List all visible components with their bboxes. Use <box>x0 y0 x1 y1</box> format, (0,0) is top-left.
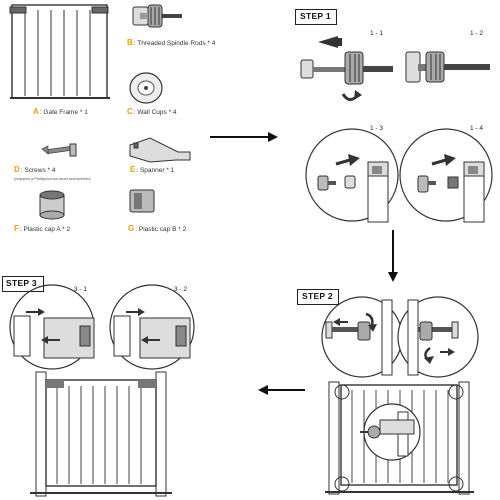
step3-sub-2: 3 - 2 <box>174 286 187 293</box>
screw-illustration <box>42 144 76 156</box>
step3-title: STEP 3 <box>6 278 37 288</box>
part-g-text: Plastic cap B * 2 <box>139 226 186 233</box>
step1-sub-3: 1 - 3 <box>370 125 383 132</box>
part-e-letter: E <box>130 165 135 174</box>
step1-sub-1: 1 - 1 <box>370 30 383 37</box>
part-g-letter: G <box>128 224 134 233</box>
part-e-label: E: Spanner * 1 <box>130 165 174 174</box>
part-d-note: (requires a Phillips/cross-head screwdri… <box>14 176 91 181</box>
part-b-text: Threaded Spindle Rods * 4 <box>137 40 215 47</box>
threaded-spindle-rod-illustration <box>133 5 182 27</box>
step1-3-illustration <box>306 129 398 222</box>
part-d-text: Screws * 4 <box>24 167 55 174</box>
arrow-to-step2-icon <box>388 230 398 282</box>
step3-sub-1: 3 - 1 <box>74 286 87 293</box>
spanner-illustration <box>130 138 190 162</box>
plastic-cap-a-illustration <box>40 191 64 219</box>
gate-frame-illustration <box>10 5 110 98</box>
part-g-label: G: Plastic cap B * 2 <box>128 224 186 233</box>
wall-cup-illustration <box>130 73 162 103</box>
part-f-letter: F <box>14 224 19 233</box>
part-b-label: B: Threaded Spindle Rods * 4 <box>127 38 215 47</box>
part-a-text: Gate Frame * 1 <box>43 109 87 116</box>
step2-illustration <box>322 297 478 494</box>
part-c-letter: C <box>127 107 133 116</box>
step1-4-illustration <box>400 129 492 222</box>
part-a-letter: A <box>33 107 39 116</box>
plastic-cap-b-illustration <box>130 190 154 212</box>
step1-sub-2: 1 - 2 <box>470 30 483 37</box>
step3-illustration <box>10 285 194 496</box>
part-a-label: A: Gate Frame * 1 <box>33 107 88 116</box>
part-c-text: Wall Cups * 4 <box>137 109 176 116</box>
step1-2-illustration <box>406 52 490 82</box>
part-e-text: Spanner * 1 <box>140 167 174 174</box>
step1-title: STEP 1 <box>300 11 331 21</box>
step1-sub-4: 1 - 4 <box>470 125 483 132</box>
part-d-letter: D <box>14 165 20 174</box>
part-c-label: C: Wall Cups * 4 <box>127 107 177 116</box>
arrow-to-step3-icon <box>258 385 305 395</box>
arrow-to-step1-icon <box>210 132 278 142</box>
step1-1-illustration <box>301 36 393 100</box>
part-b-letter: B <box>127 38 133 47</box>
part-f-label: F: Plastic cap A * 2 <box>14 224 70 233</box>
step2-title: STEP 2 <box>302 291 333 301</box>
part-f-text: Plastic cap A * 2 <box>24 226 71 233</box>
part-d-label: D: Screws * 4 <box>14 165 55 174</box>
